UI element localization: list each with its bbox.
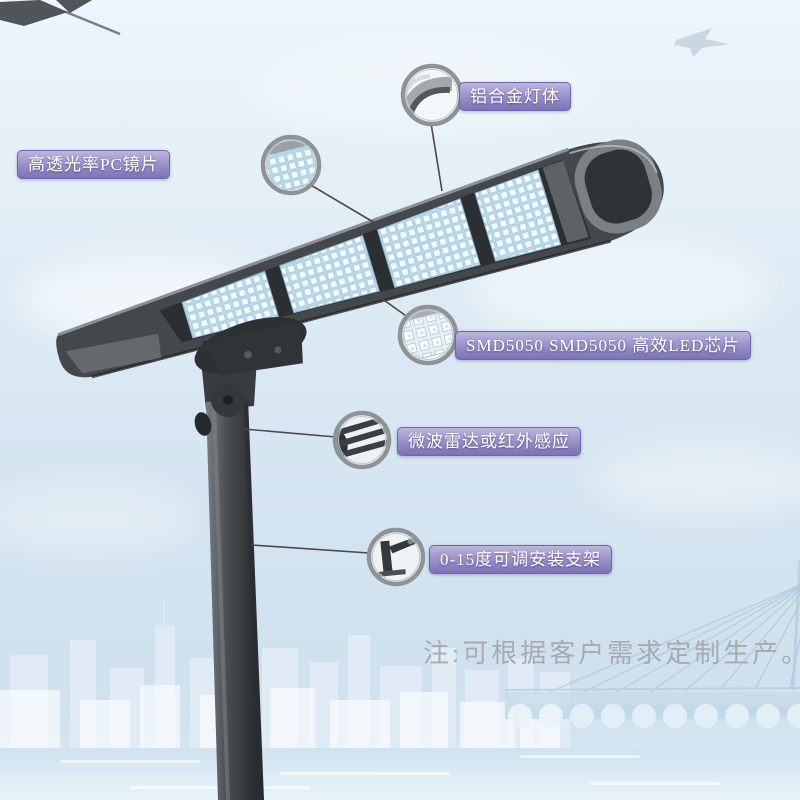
custom-production-note: 注:可根据客户需求定制生产。: [423, 639, 800, 668]
leader-line-lamp-body: [430, 122, 443, 192]
callout-circle-lamp-body: [400, 63, 464, 127]
street-lamp-head: [56, 139, 664, 379]
callout-circle-led-chip: [397, 304, 459, 366]
leader-line-led-chip: [373, 292, 410, 319]
callout-label-pc-lens: 高透光率PC镜片: [17, 150, 170, 179]
leader-line-pc-lens: [308, 183, 381, 227]
lamp-pole: [194, 342, 264, 800]
water: [0, 748, 800, 800]
leader-lines: [243, 122, 443, 554]
bridge: [504, 559, 800, 728]
callout-label-led-chip: SMD5050 SMD5050 高效LED芯片: [455, 331, 752, 360]
callout-circle-sensor: [332, 410, 392, 470]
corner-structure: [0, 0, 121, 36]
callout-label-lamp-body: 铝合金灯体: [459, 82, 571, 111]
callout-label-bracket: 0-15度可调安装支架: [429, 545, 613, 574]
lamp-head-cap: [569, 139, 662, 234]
mounting-hub: [194, 317, 307, 376]
callout-circle-bracket: [366, 527, 426, 587]
leader-line-sensor: [243, 428, 337, 438]
airplane-silhouette: [674, 28, 729, 57]
callout-label-sensor: 微波雷达或红外感应: [397, 427, 581, 456]
leader-line-bracket: [251, 544, 370, 554]
